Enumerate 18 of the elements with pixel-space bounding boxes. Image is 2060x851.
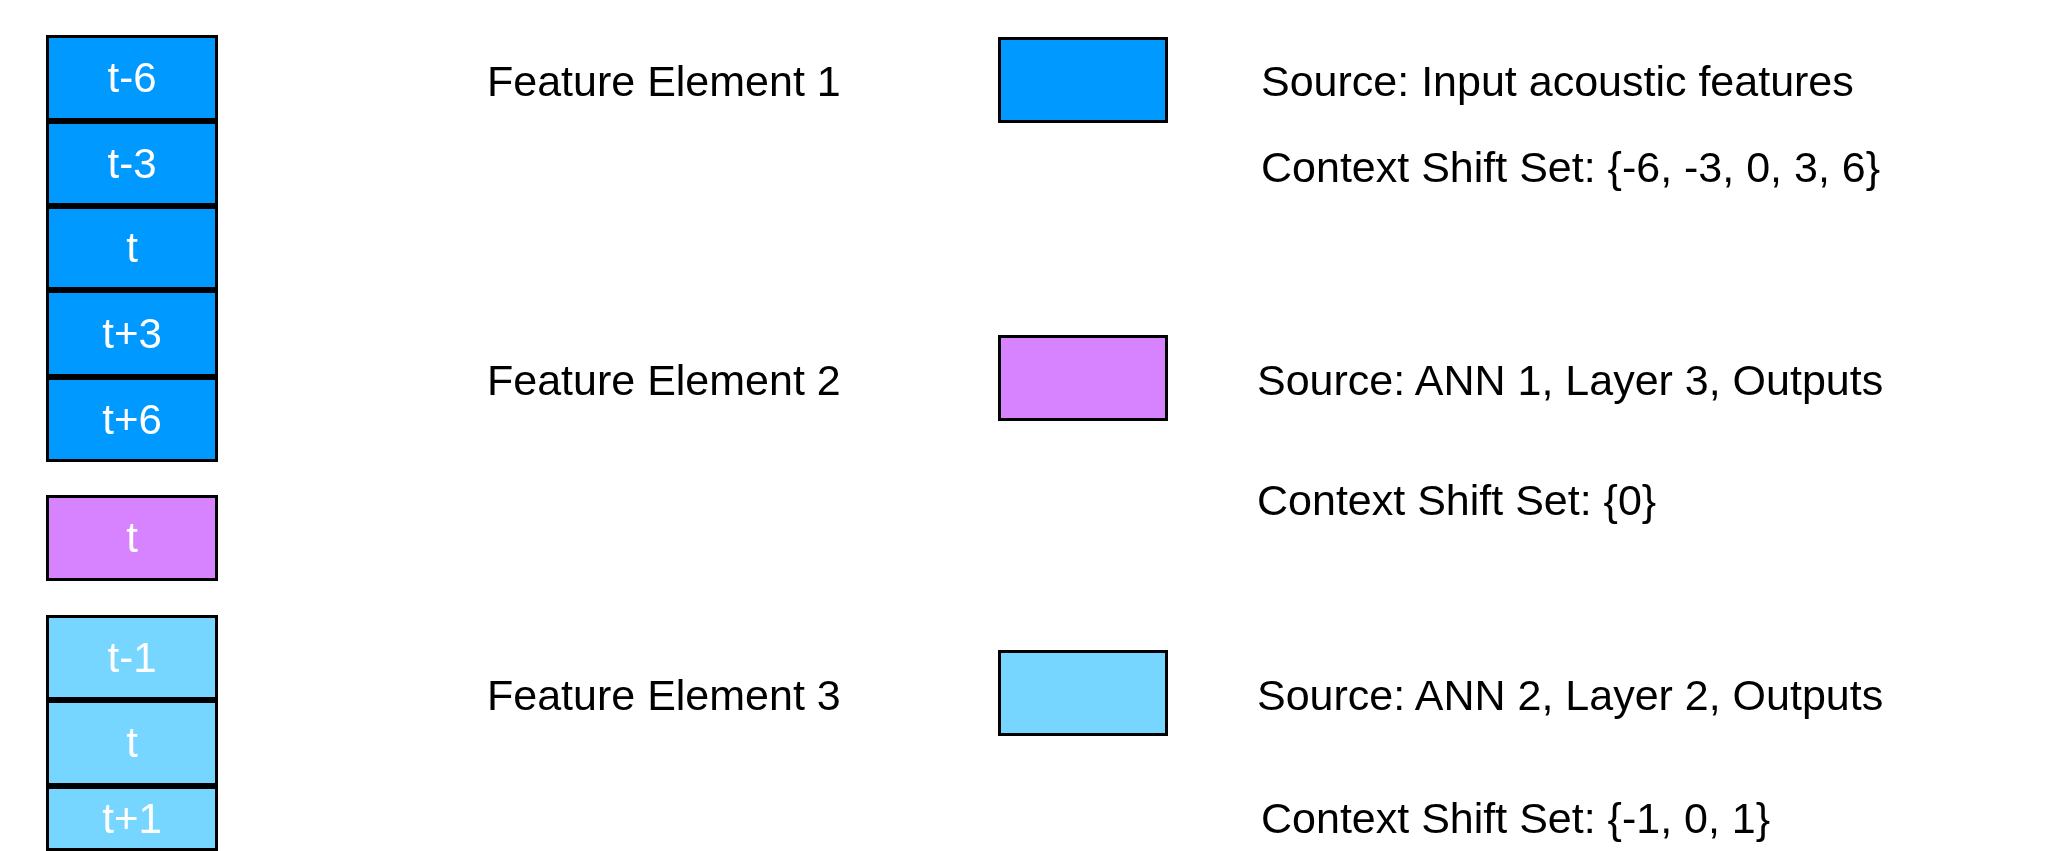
frame-cell: t-3 bbox=[46, 121, 218, 206]
description-text: Context Shift Set: {-6, -3, 0, 3, 6} bbox=[1261, 142, 1881, 192]
description-text: Context Shift Set: {0} bbox=[1257, 475, 1657, 525]
description-text: Source: ANN 1, Layer 3, Outputs bbox=[1257, 355, 1884, 405]
frame-cell: t bbox=[46, 700, 218, 786]
legend-label: Feature Element 2 bbox=[487, 355, 841, 405]
frame-cell: t bbox=[46, 206, 218, 290]
legend-label: Feature Element 1 bbox=[487, 56, 841, 106]
frame-cell: t-1 bbox=[46, 615, 218, 700]
frame-cell: t+6 bbox=[46, 377, 218, 462]
description-text: Source: Input acoustic features bbox=[1261, 56, 1854, 106]
frame-cell: t bbox=[46, 495, 218, 581]
frame-cell: t+3 bbox=[46, 290, 218, 377]
description-text: Context Shift Set: {-1, 0, 1} bbox=[1261, 793, 1771, 843]
frame-cell: t+1 bbox=[46, 786, 218, 851]
frame-cell: t-6 bbox=[46, 35, 218, 121]
description-text: Source: ANN 2, Layer 2, Outputs bbox=[1257, 670, 1884, 720]
legend-label: Feature Element 3 bbox=[487, 670, 841, 720]
